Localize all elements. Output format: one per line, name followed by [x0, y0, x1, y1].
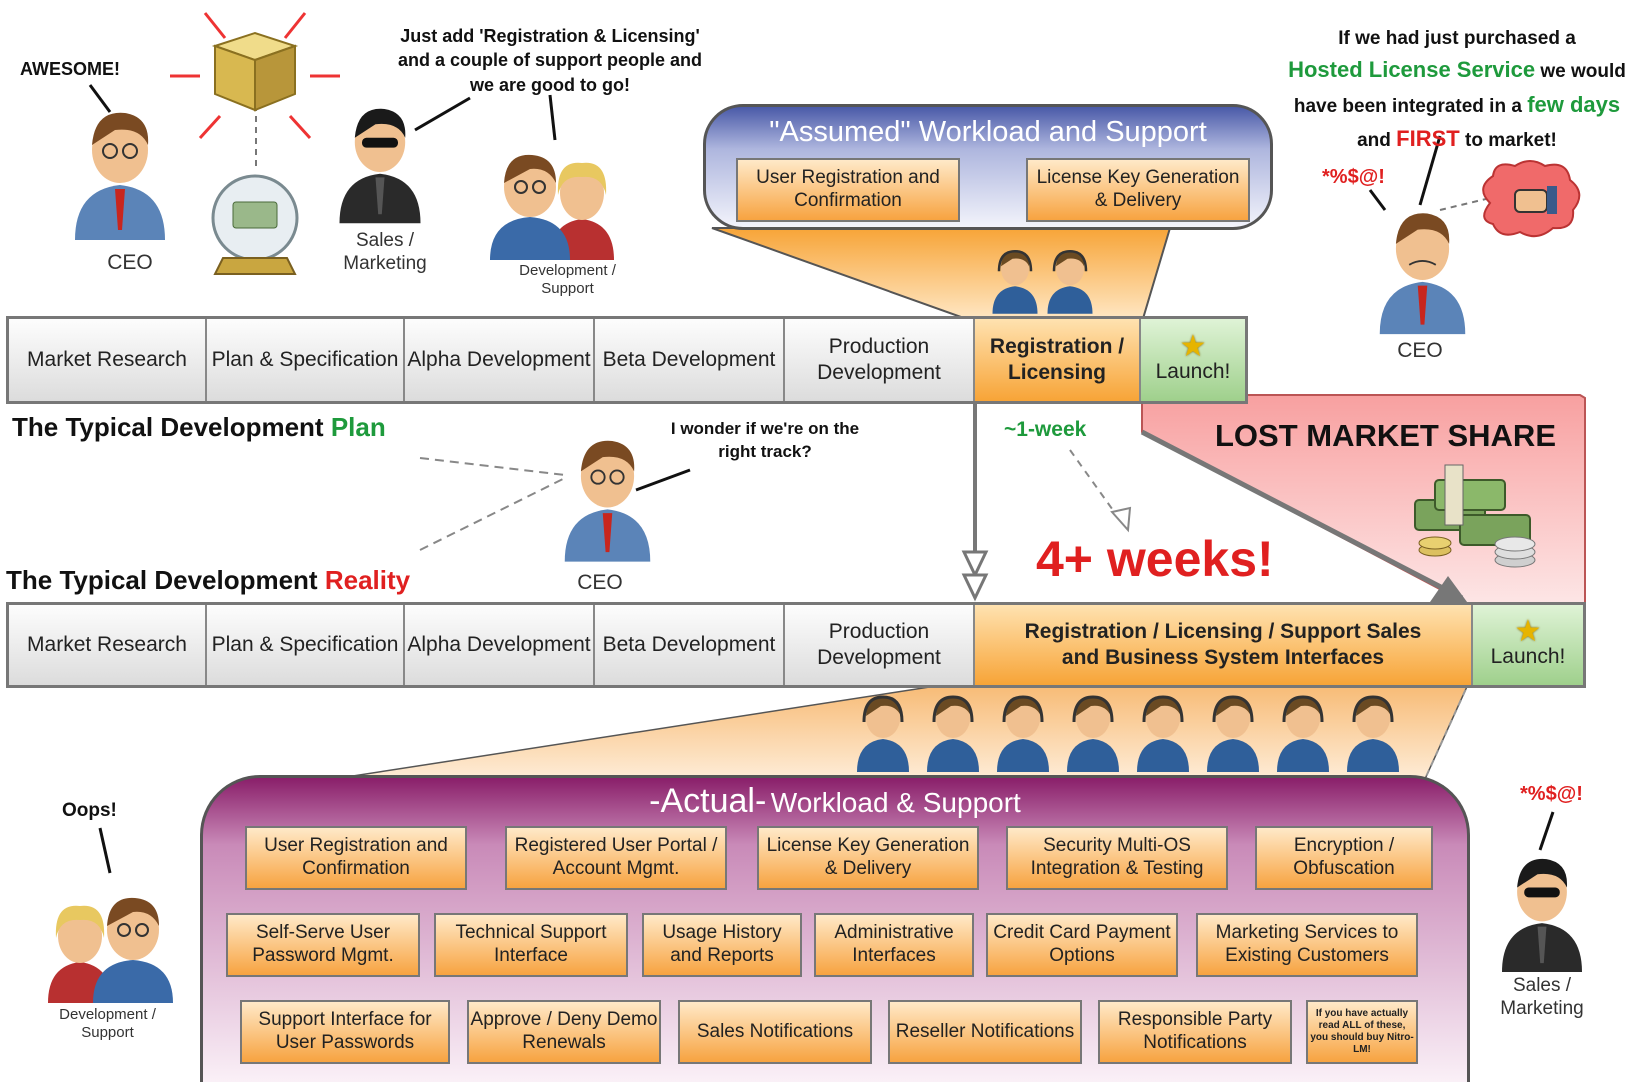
actual-box-encryption: Encryption / Obfuscation: [1255, 826, 1433, 890]
actual-box-registered-portal: Registered User Portal / Account Mgmt.: [505, 826, 727, 890]
support-agents-row: [855, 692, 1415, 774]
reality-stage-launch: ★ Launch!: [1473, 605, 1583, 685]
ceo-top-right-label: CEO: [1397, 339, 1443, 362]
package-icon: [170, 12, 340, 140]
reality-stage-beta: Beta Development: [595, 605, 785, 685]
ceo-top-right-icon: [1379, 213, 1466, 335]
dev-bottom-label: Development / Support: [59, 1006, 156, 1041]
actual-box-support-interface-passwords: Support Interface for User Passwords: [240, 1000, 450, 1064]
actual-title-rest: Workload & Support: [770, 787, 1021, 818]
actual-box-nitro-note: If you have actually read ALL of these, …: [1306, 1000, 1418, 1064]
oops-bubble: Oops!: [62, 800, 117, 821]
bubble-highlight-days: few days: [1527, 91, 1621, 117]
actual-box-responsible-party: Responsible Party Notifications: [1098, 1000, 1292, 1064]
four-weeks-label: 4+ weeks!: [1036, 531, 1274, 587]
reality-launch-label: Launch!: [1490, 644, 1566, 668]
reality-stage-registration-support: Registration / Licensing / Support Sales…: [975, 605, 1473, 685]
reality-title-text: The Typical Development: [6, 565, 318, 595]
ceo-top-right-bubble: If we had just purchased a Hosted Licens…: [1270, 24, 1644, 156]
reality-stage-production: Production Development: [785, 605, 975, 685]
ceo-middle-icon: [564, 440, 651, 562]
support-agent-icon: [992, 249, 1038, 314]
dev-top-label: Development / Support: [519, 262, 616, 297]
bubble-line-3-text: have been integrated in a: [1293, 95, 1522, 117]
money-stack-icon: [1414, 464, 1536, 568]
bubble-line-3: have been integrated in a few days: [1270, 88, 1644, 122]
reality-title: The Typical Development Reality: [6, 565, 410, 596]
support-agent-icon: [1047, 249, 1093, 314]
actual-box-usage-history: Usage History and Reports: [642, 913, 802, 977]
actual-box-user-registration: User Registration and Confirmation: [245, 826, 467, 890]
plan-launch-label: Launch!: [1155, 359, 1231, 383]
plan-stage-registration: Registration / Licensing: [975, 319, 1141, 401]
plan-stage-production: Production Development: [785, 319, 975, 401]
ceo-top-left-label: CEO: [107, 251, 153, 274]
sales-top-label: Sales / Marketing: [343, 230, 427, 274]
plan-timeline-bar: Market Research Plan & Specification Alp…: [6, 316, 1248, 404]
reality-stage-alpha: Alpha Development: [405, 605, 595, 685]
awesome-bubble: AWESOME!: [20, 59, 121, 79]
bubble-line-1: If we had just purchased a: [1338, 28, 1576, 49]
actual-box-approve-deny: Approve / Deny Demo Renewals: [467, 1000, 661, 1064]
sales-bottom-label: Sales / Marketing: [1500, 975, 1584, 1019]
dev-bottom-icon: [48, 897, 173, 1003]
crystal-ball-icon: [211, 174, 299, 275]
sales-top-icon: [339, 108, 421, 224]
plan-stage-alpha: Alpha Development: [405, 319, 595, 401]
bubble-line-4-post: to market!: [1465, 129, 1557, 151]
assumed-workload-title: "Assumed" Workload and Support: [769, 116, 1207, 148]
bubble-highlight-first: FIRST: [1396, 125, 1460, 151]
reality-timeline-bar: Market Research Plan & Specification Alp…: [6, 602, 1586, 688]
assumed-box-license-key: License Key Generation & Delivery: [1026, 158, 1250, 222]
one-week-label: ~1-week: [1004, 418, 1087, 441]
reality-stage-market-research: Market Research: [9, 605, 207, 685]
actual-box-self-serve-password: Self-Serve User Password Mgmt.: [226, 913, 420, 977]
actual-box-marketing-services: Marketing Services to Existing Customers: [1196, 913, 1418, 977]
plan-title: The Typical Development Plan: [12, 412, 386, 443]
actual-box-reseller-notifications: Reseller Notifications: [888, 1000, 1082, 1064]
star-icon: ★: [1514, 614, 1542, 648]
bubble-line-4-pre: and: [1357, 129, 1391, 151]
actual-box-security: Security Multi-OS Integration & Testing: [1006, 826, 1228, 890]
actual-box-admin-interfaces: Administrative Interfaces: [814, 913, 974, 977]
bubble-line-2-tail: we would: [1540, 61, 1626, 83]
bubble-highlight-hosted: Hosted License Service: [1288, 57, 1536, 83]
star-icon: ★: [1179, 329, 1207, 363]
support-agents-icons: [857, 695, 1401, 774]
lost-market-share-label: LOST MARKET SHARE: [1215, 418, 1556, 453]
sales-top-bubble: Just add 'Registration & Licensing' and …: [397, 26, 702, 95]
actual-box-license-key: License Key Generation & Delivery: [757, 826, 979, 890]
reality-title-highlight: Reality: [324, 565, 411, 595]
thumbs-down-icon: [1482, 160, 1581, 238]
ceo-curse-top: *%$@!: [1322, 166, 1385, 188]
plan-stage-plan-specification: Plan & Specification: [207, 319, 405, 401]
actual-box-credit-card: Credit Card Payment Options: [986, 913, 1178, 977]
plan-title-text: The Typical Development: [12, 412, 324, 442]
ceo-middle-bubble: I wonder if we're on the right track?: [670, 419, 860, 461]
assumed-box-user-registration: User Registration and Confirmation: [736, 158, 960, 222]
plan-title-highlight: Plan: [330, 412, 386, 442]
sales-curse-bottom: *%$@!: [1520, 783, 1583, 805]
plan-stage-beta: Beta Development: [595, 319, 785, 401]
ceo-top-left-icon: [75, 112, 165, 240]
actual-box-sales-notifications: Sales Notifications: [678, 1000, 872, 1064]
actual-workload-title: -Actual- Workload & Support: [200, 782, 1470, 821]
sales-bottom-icon: [1502, 858, 1582, 972]
plan-stage-launch: ★ Launch!: [1141, 319, 1245, 401]
plan-stage-market-research: Market Research: [9, 319, 207, 401]
ceo-middle-label: CEO: [577, 571, 623, 594]
actual-title-big: -Actual-: [649, 782, 767, 820]
reality-stage-plan-specification: Plan & Specification: [207, 605, 405, 685]
bubble-line-4: and FIRST to market!: [1270, 122, 1644, 156]
dev-top-icon: [490, 154, 614, 260]
actual-box-technical-support: Technical Support Interface: [434, 913, 628, 977]
bubble-line-2: Hosted License Service we would: [1270, 53, 1644, 87]
